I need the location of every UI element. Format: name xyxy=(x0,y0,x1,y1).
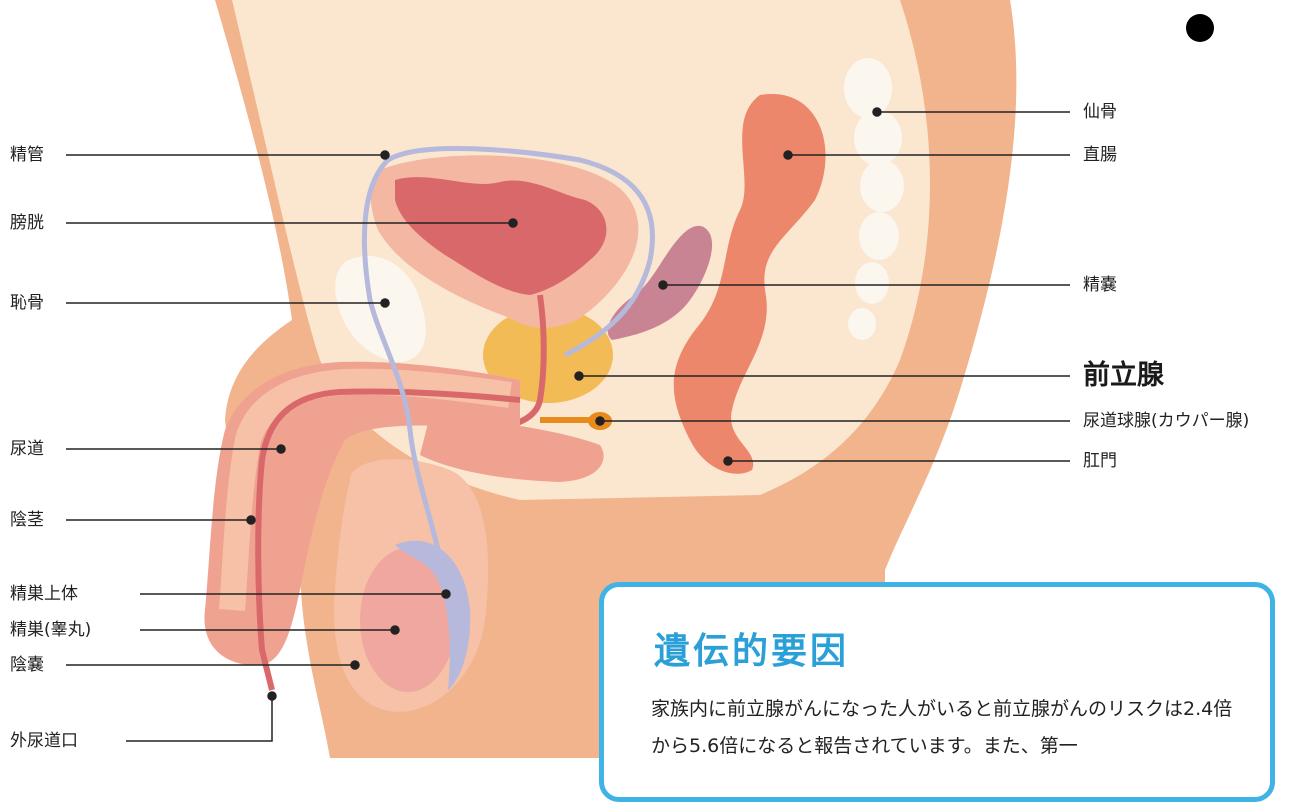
label-scrotum: 陰嚢 xyxy=(10,655,44,675)
label-rectum: 直腸 xyxy=(1083,145,1117,165)
label-pubic-bone: 恥骨 xyxy=(10,293,44,313)
label-penis: 陰茎 xyxy=(10,510,44,530)
bullet-marker xyxy=(1186,14,1214,42)
label-epididymis: 精巣上体 xyxy=(10,584,78,604)
label-bladder: 膀胱 xyxy=(10,213,44,233)
label-cowper-gland: 尿道球腺(カウパー腺) xyxy=(1083,411,1249,431)
label-testis: 精巣(睾丸) xyxy=(10,620,91,640)
label-urethral-opening: 外尿道口 xyxy=(10,731,78,751)
label-vas-deferens: 精管 xyxy=(10,145,44,165)
label-seminal-vesicle: 精嚢 xyxy=(1083,275,1117,295)
info-card: 遺伝的要因 家族内に前立腺がんになった人がいると前立腺がんのリスクは2.4倍から… xyxy=(599,582,1275,802)
label-sacrum: 仙骨 xyxy=(1083,102,1117,122)
label-anus: 肛門 xyxy=(1083,451,1117,471)
info-title: 遺伝的要因 xyxy=(654,631,849,673)
label-urethra: 尿道 xyxy=(10,439,44,459)
label-prostate: 前立腺 xyxy=(1083,360,1164,392)
info-body: 家族内に前立腺がんになった人がいると前立腺がんのリスクは2.4倍から5.6倍にな… xyxy=(651,691,1251,765)
